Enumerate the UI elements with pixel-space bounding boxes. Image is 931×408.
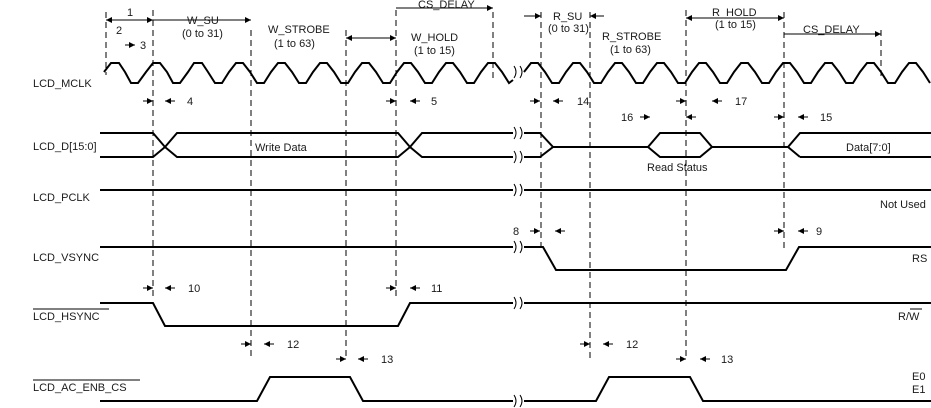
param-3-label: 3: [140, 40, 146, 52]
param-13b-label: 13: [721, 354, 733, 366]
param-12a-label: 12: [287, 339, 299, 351]
param-11-arrowheads: [390, 285, 416, 291]
data-break-mark: [513, 126, 523, 164]
r-su-label: R_SU: [553, 11, 582, 23]
r-su-range: (0 to 31): [548, 23, 589, 35]
param-12b-label: 12: [626, 339, 638, 351]
read-status-label: Read Status: [647, 162, 708, 174]
w-hold-label: W_HOLD: [411, 32, 458, 44]
mclk-break-mark: [513, 65, 523, 79]
param-3-arrowhead: [129, 42, 135, 48]
lcd-vsync-waveform-2: [524, 246, 931, 271]
param-1-label: 1: [127, 7, 133, 19]
param-8-arrowheads: [534, 228, 561, 234]
data-out-label: Data[7:0]: [846, 142, 891, 154]
param-5-label: 5: [431, 96, 437, 108]
w-su-arrowhead: [245, 17, 251, 23]
param-12b-arrowheads: [584, 341, 609, 347]
param-15-label: 15: [820, 112, 832, 124]
e1-label: E1: [912, 384, 925, 396]
w-strobe-range: (1 to 63): [274, 38, 315, 50]
rs-label: RS: [912, 253, 927, 265]
w-hold-arrowheads: [346, 35, 396, 41]
r-strobe-label: R_STROBE: [602, 31, 661, 43]
param-13a-arrowheads: [340, 356, 364, 362]
param-14-label: 14: [577, 96, 589, 108]
param-10-arrowheads: [147, 285, 171, 291]
r-hold-range: (1 to 15): [715, 19, 756, 31]
param-9-arrowheads: [778, 228, 804, 234]
signal-label-lcd-d: LCD_D[15:0]: [33, 141, 97, 153]
w-su-label: W_SU: [187, 15, 219, 27]
pclk-break-mark: [513, 183, 523, 197]
param-17-label: 17: [735, 96, 747, 108]
not-used-label: Not Used: [880, 199, 926, 211]
param-14-arrowheads: [534, 98, 559, 104]
signal-label-lcd-ac-enb-cs: LCD_AC_ENB_CS: [33, 382, 127, 394]
lcd-mclk-waveform: [103, 62, 514, 85]
param-5-arrowheads: [390, 98, 416, 104]
hsync-break-mark: [513, 296, 523, 310]
cs-delay-2-label: CS_DELAY: [803, 24, 860, 36]
w-su-range: (0 to 31): [182, 28, 223, 40]
cs-delay-1-label: CS_DELAY: [418, 0, 475, 11]
param-15-arrowheads: [778, 114, 804, 120]
cs-delay-1-arrowhead: [487, 5, 493, 11]
signal-label-lcd-mclk: LCD_MCLK: [33, 78, 92, 90]
lcd-d-waveform-top: [100, 132, 513, 149]
param-4-label: 4: [187, 96, 193, 108]
param-9-label: 9: [816, 226, 822, 238]
lcd-d-waveform-bottom: [100, 145, 513, 158]
w-strobe-label: W_STROBE: [268, 24, 330, 36]
param-2-label: 2: [116, 25, 122, 37]
param-4-arrowheads: [147, 98, 171, 104]
ac-break-mark: [513, 394, 523, 408]
lcd-hsync-waveform: [100, 302, 513, 327]
cs-delay-2-arrowhead: [875, 31, 881, 37]
param-16-label: 16: [621, 112, 633, 124]
rw-label: R/W: [898, 311, 920, 323]
r-hold-label: R_HOLD: [712, 7, 757, 19]
w-hold-range: (1 to 15): [414, 45, 455, 57]
r-strobe-range: (1 to 63): [610, 44, 651, 56]
param-13a-label: 13: [381, 354, 393, 366]
e0-label: E0: [912, 371, 925, 383]
lcd-ac-enb-cs-waveform: [100, 376, 513, 402]
signal-label-lcd-pclk: LCD_PCLK: [33, 192, 91, 204]
param-8-label: 8: [513, 226, 519, 238]
signal-label-lcd-hsync: LCD_HSYNC: [33, 311, 100, 323]
lcd-d-waveform-read: [524, 132, 931, 158]
lcd-mclk-waveform-2: [523, 62, 931, 84]
param-13b-arrowheads: [680, 356, 706, 362]
signal-label-lcd-vsync: LCD_VSYNC: [33, 252, 99, 264]
param-16-arrowheads: [644, 114, 692, 120]
lcd-ac-enb-cs-waveform-2: [524, 376, 931, 402]
param-12a-arrowheads: [245, 341, 270, 347]
param-11-label: 11: [431, 283, 442, 295]
write-data-label: Write Data: [255, 142, 308, 154]
vsync-break-mark: [513, 240, 523, 254]
param-10-label: 10: [188, 283, 200, 295]
